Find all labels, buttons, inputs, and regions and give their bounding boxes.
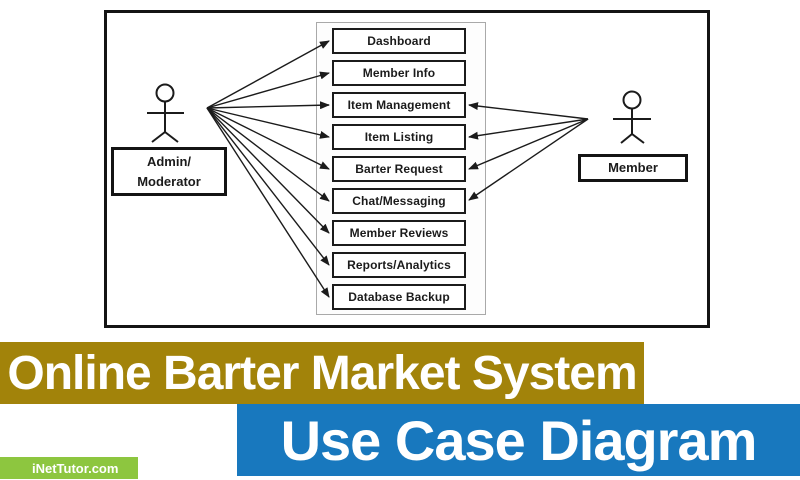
member-label-line1: Member: [608, 160, 658, 175]
use-case-member-reviews: Member Reviews: [332, 220, 466, 246]
use-case-chat-messaging: Chat/Messaging: [332, 188, 466, 214]
use-case-item-management: Item Management: [332, 92, 466, 118]
use-case-barter-request: Barter Request: [332, 156, 466, 182]
subtitle-banner: Use Case Diagram: [237, 404, 800, 476]
use-case-reports-analytics: Reports/Analytics: [332, 252, 466, 278]
admin-label-line2: Moderator: [137, 173, 201, 189]
use-case-dashboard: Dashboard: [332, 28, 466, 54]
watermark-text: iNetTutor.com: [32, 460, 119, 476]
watermark-badge: iNetTutor.com: [0, 457, 138, 479]
use-case-database-backup: Database Backup: [332, 284, 466, 310]
admin-actor-label: Admin/ Moderator: [111, 147, 227, 196]
use-case-member-info: Member Info: [332, 60, 466, 86]
admin-label-line1: Admin/: [146, 153, 192, 169]
title-banner: Online Barter Market System: [0, 342, 644, 404]
member-actor-label: Member: [578, 154, 688, 182]
page-subtitle: Use Case Diagram: [280, 408, 758, 472]
use-case-item-listing: Item Listing: [332, 124, 466, 150]
page-title: Online Barter Market System: [7, 346, 637, 400]
